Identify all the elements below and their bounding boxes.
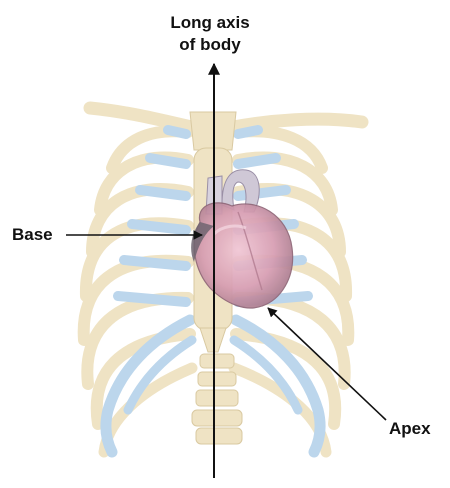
cartilage-right-mid [229,335,303,415]
base-label: Base [12,225,53,244]
heart-sulcus [237,211,263,291]
apex-label: Apex [389,419,431,438]
cartilage-left-lower [100,314,196,458]
cartilage-left-3 [135,185,191,201]
vertebra-4 [191,409,243,427]
cartilage-right-2 [233,153,281,169]
long-axis-label: Long axis of body [140,12,280,56]
cartilage-left-6 [113,291,191,307]
cartilage-right-lower [230,314,326,458]
cartilage-left-1 [163,125,191,139]
vertebra-1 [199,353,235,369]
cartilage-left-mid [123,335,197,415]
cartilage-right-1 [233,125,263,139]
apex-arrow [267,307,387,421]
long-axis-label-line1: Long axis [170,13,250,32]
cartilage-left-5 [119,255,191,271]
heart-highlight [212,224,247,236]
cartilage-left-4 [127,219,191,235]
spine [191,353,243,445]
vertebra-3 [195,389,239,407]
long-axis-label-line2: of body [179,35,241,54]
vertebra-5 [195,427,243,445]
costal-cartilage [100,125,326,458]
cartilage-left-2 [145,153,191,169]
clavicle-right [221,112,369,135]
clavicle-left [83,101,203,135]
vertebra-2 [197,371,237,387]
